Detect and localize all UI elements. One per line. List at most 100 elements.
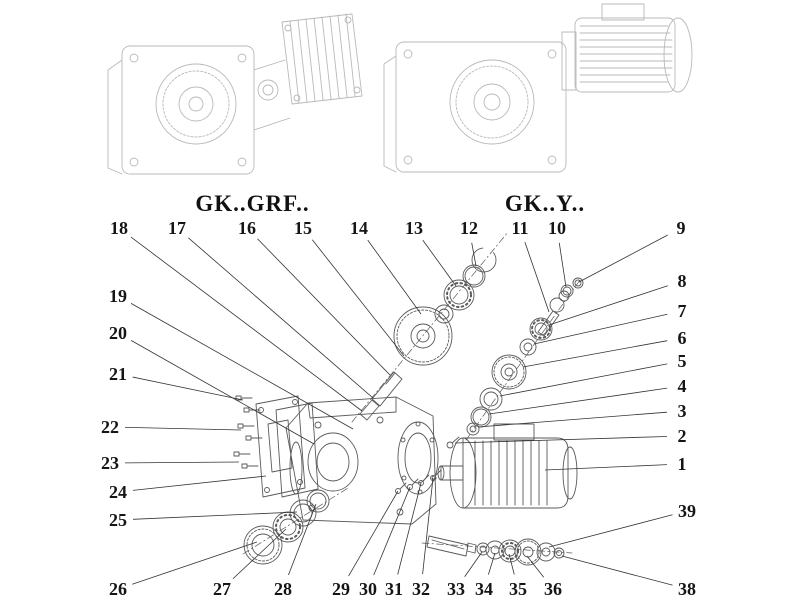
ring-gear <box>243 525 283 565</box>
output-end-washer <box>536 542 556 562</box>
callout-number-9: 9 <box>677 218 686 238</box>
leader-line-26 <box>132 541 258 585</box>
callout-number-26: 26 <box>109 579 127 599</box>
leader-line-32 <box>422 477 434 575</box>
callout-number-35: 35 <box>509 579 527 599</box>
exploded-view <box>233 231 584 566</box>
leader-line-38 <box>561 555 673 586</box>
leader-line-5 <box>499 363 668 397</box>
leader-line-4 <box>488 387 668 415</box>
leader-line-23 <box>124 461 240 464</box>
leader-line-12 <box>471 242 477 267</box>
leader-line-39 <box>548 514 673 548</box>
callout-number-20: 20 <box>109 323 127 343</box>
ball-bearing-pinion <box>529 317 553 341</box>
callout-number-34: 34 <box>475 579 493 599</box>
leader-line-29 <box>348 490 399 577</box>
leader-line-14 <box>367 239 422 315</box>
leader-line-28 <box>288 503 317 576</box>
ball-bearing-upper <box>443 279 475 311</box>
leader-line-15 <box>311 239 405 357</box>
callout-number-28: 28 <box>274 579 292 599</box>
washer <box>479 387 503 411</box>
callout-number-29: 29 <box>332 579 350 599</box>
callout-number-25: 25 <box>109 510 127 530</box>
leader-line-8 <box>548 285 668 326</box>
leader-line-27 <box>232 528 287 580</box>
callout-number-19: 19 <box>109 286 127 306</box>
callout-number-8: 8 <box>678 271 687 291</box>
leader-line-6 <box>522 340 668 368</box>
callout-number-18: 18 <box>110 218 128 238</box>
callout-number-39: 39 <box>678 501 696 521</box>
snap-ring <box>471 247 497 273</box>
spacer-ring <box>434 304 454 324</box>
output-shaft <box>426 535 477 557</box>
leader-line-3 <box>477 411 668 428</box>
leader-line-13 <box>422 239 457 287</box>
callout-number-36: 36 <box>544 579 562 599</box>
callout-number-15: 15 <box>294 218 312 238</box>
variant-label-gk-y: GK..Y.. <box>504 191 586 216</box>
leader-line-33 <box>464 551 483 577</box>
electric-motor <box>437 423 578 509</box>
callout-number-11: 11 <box>511 218 528 238</box>
output-end-cap <box>553 547 565 559</box>
leader-line-25 <box>132 511 298 520</box>
input-flange-ribs <box>281 13 363 105</box>
callout-number-3: 3 <box>678 401 687 421</box>
callout-number-31: 31 <box>385 579 403 599</box>
assembled-view-gk-grf <box>107 13 363 175</box>
callout-number-4: 4 <box>678 376 687 396</box>
leader-line-1 <box>544 464 668 471</box>
leader-line-2 <box>454 436 668 444</box>
callout-number-6: 6 <box>678 328 687 348</box>
callout-number-1: 1 <box>678 454 687 474</box>
input-gear <box>393 306 453 366</box>
leader-line-34 <box>488 552 496 575</box>
leader-line-7 <box>533 313 668 345</box>
variant-label-gk-grf: GK..GRF.. <box>195 191 310 216</box>
leader-line-17 <box>188 237 374 399</box>
callout-number-10: 10 <box>548 218 566 238</box>
electric-motor-assembled <box>561 3 693 93</box>
flange-bolts <box>395 469 442 494</box>
callout-number-27: 27 <box>213 579 231 599</box>
pinion-spacer <box>519 338 537 356</box>
callout-number-30: 30 <box>359 579 377 599</box>
leader-line-18 <box>130 236 363 412</box>
housing-bolts <box>233 395 263 469</box>
leader-line-31 <box>397 482 422 575</box>
leader-line-22 <box>124 426 242 431</box>
leader-line-24 <box>132 475 267 491</box>
callout-number-12: 12 <box>460 218 478 238</box>
callout-number-2: 2 <box>678 426 687 446</box>
callout-number-7: 7 <box>678 301 687 321</box>
callout-number-17: 17 <box>168 218 186 238</box>
callout-number-14: 14 <box>350 218 368 238</box>
pinion-tip-ring <box>560 284 574 298</box>
callout-number-33: 33 <box>447 579 465 599</box>
callout-number-38: 38 <box>678 579 696 599</box>
leader-line-30 <box>373 486 411 576</box>
leader-line-10 <box>558 242 567 288</box>
left-bearing <box>272 511 304 543</box>
leader-line-19 <box>130 303 354 430</box>
assembled-view-gk-y <box>383 3 693 173</box>
cover-plate <box>255 395 319 498</box>
lock-nut <box>466 422 480 436</box>
callout-number-5: 5 <box>678 351 687 371</box>
axis-pinion-shaft <box>465 279 581 441</box>
leader-line-9 <box>578 234 668 283</box>
callout-number-21: 21 <box>109 364 127 384</box>
intermediate-gear <box>491 354 527 390</box>
callout-number-22: 22 <box>101 417 119 437</box>
pinion-end-cap <box>572 277 584 289</box>
callout-number-13: 13 <box>405 218 423 238</box>
callout-number-32: 32 <box>412 579 430 599</box>
leader-line-35 <box>508 553 515 575</box>
leader-line-16 <box>257 238 391 376</box>
